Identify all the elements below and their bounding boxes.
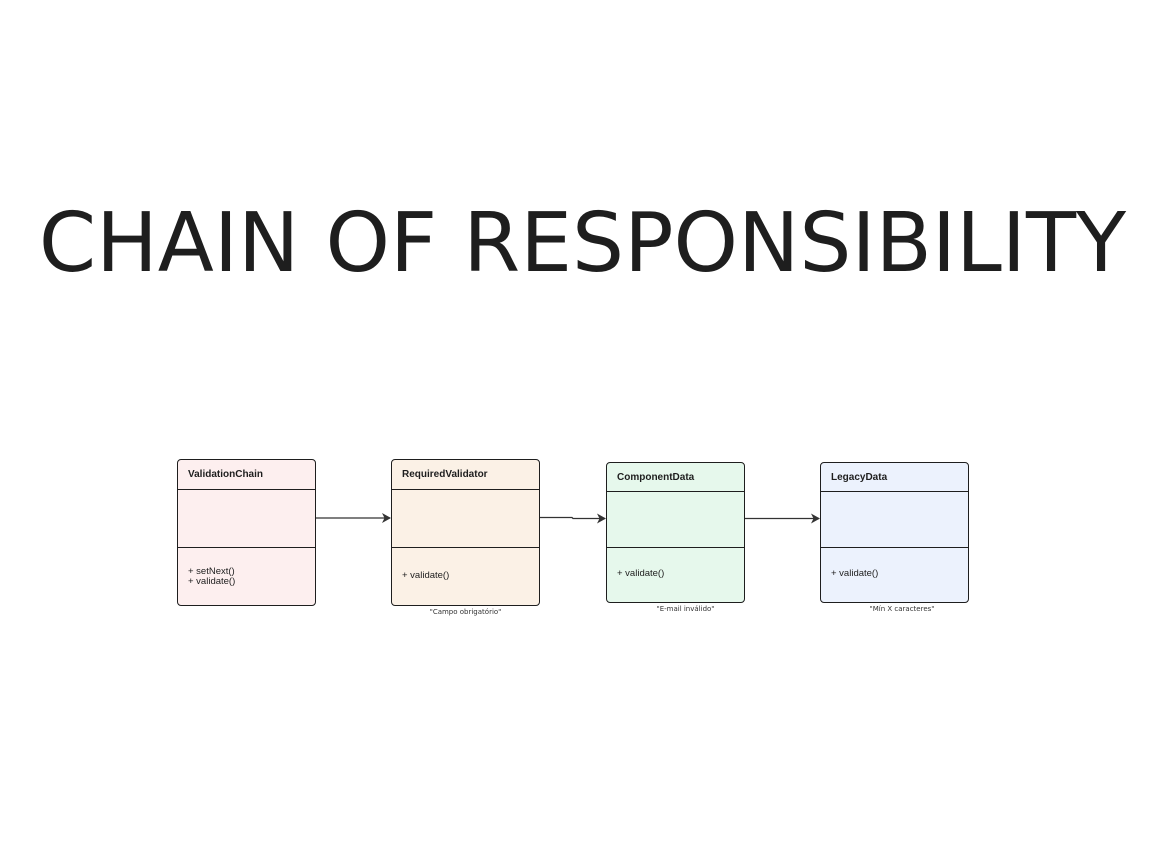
- note-legacy-data: "Mín X caracteres": [869, 605, 935, 613]
- method-validate: + validate(): [617, 568, 665, 579]
- method-validate: + validate(): [402, 570, 450, 581]
- class-divider: [607, 547, 744, 548]
- class-box-required-validator[interactable]: RequiredValidator + validate(): [391, 459, 540, 606]
- class-box-validation-chain[interactable]: ValidationChain + setNext() + validate(): [177, 459, 316, 606]
- class-methods: + validate(): [402, 571, 449, 581]
- note-component-data: "E-mail inválido": [656, 605, 715, 613]
- class-divider: [392, 489, 539, 490]
- class-divider: [178, 547, 315, 548]
- class-methods: + validate(): [617, 569, 664, 579]
- class-divider: [392, 547, 539, 548]
- class-methods: + validate(): [831, 569, 878, 579]
- class-divider: [607, 491, 744, 492]
- class-box-component-data[interactable]: ComponentData + validate(): [606, 462, 745, 603]
- class-divider: [821, 491, 968, 492]
- method-validate: + validate(): [188, 576, 236, 587]
- method-validate: + validate(): [831, 568, 879, 579]
- class-box-legacy-data[interactable]: LegacyData + validate(): [820, 462, 969, 603]
- class-name: LegacyData: [831, 472, 888, 483]
- note-required-validator: "Campo obrigatório": [429, 608, 502, 616]
- class-name: ValidationChain: [188, 469, 264, 480]
- method-set-next: + setNext(): [188, 566, 235, 577]
- diagram-title: CHAIN OF RESPONSIBILITY: [38, 196, 1127, 291]
- class-name: RequiredValidator: [402, 469, 488, 480]
- class-name: ComponentData: [617, 472, 695, 483]
- class-methods: + setNext() + validate(): [188, 567, 235, 587]
- class-divider: [178, 489, 315, 490]
- arrow-requiredvalidator-to-componentdata: [540, 513, 606, 524]
- class-divider: [821, 547, 968, 548]
